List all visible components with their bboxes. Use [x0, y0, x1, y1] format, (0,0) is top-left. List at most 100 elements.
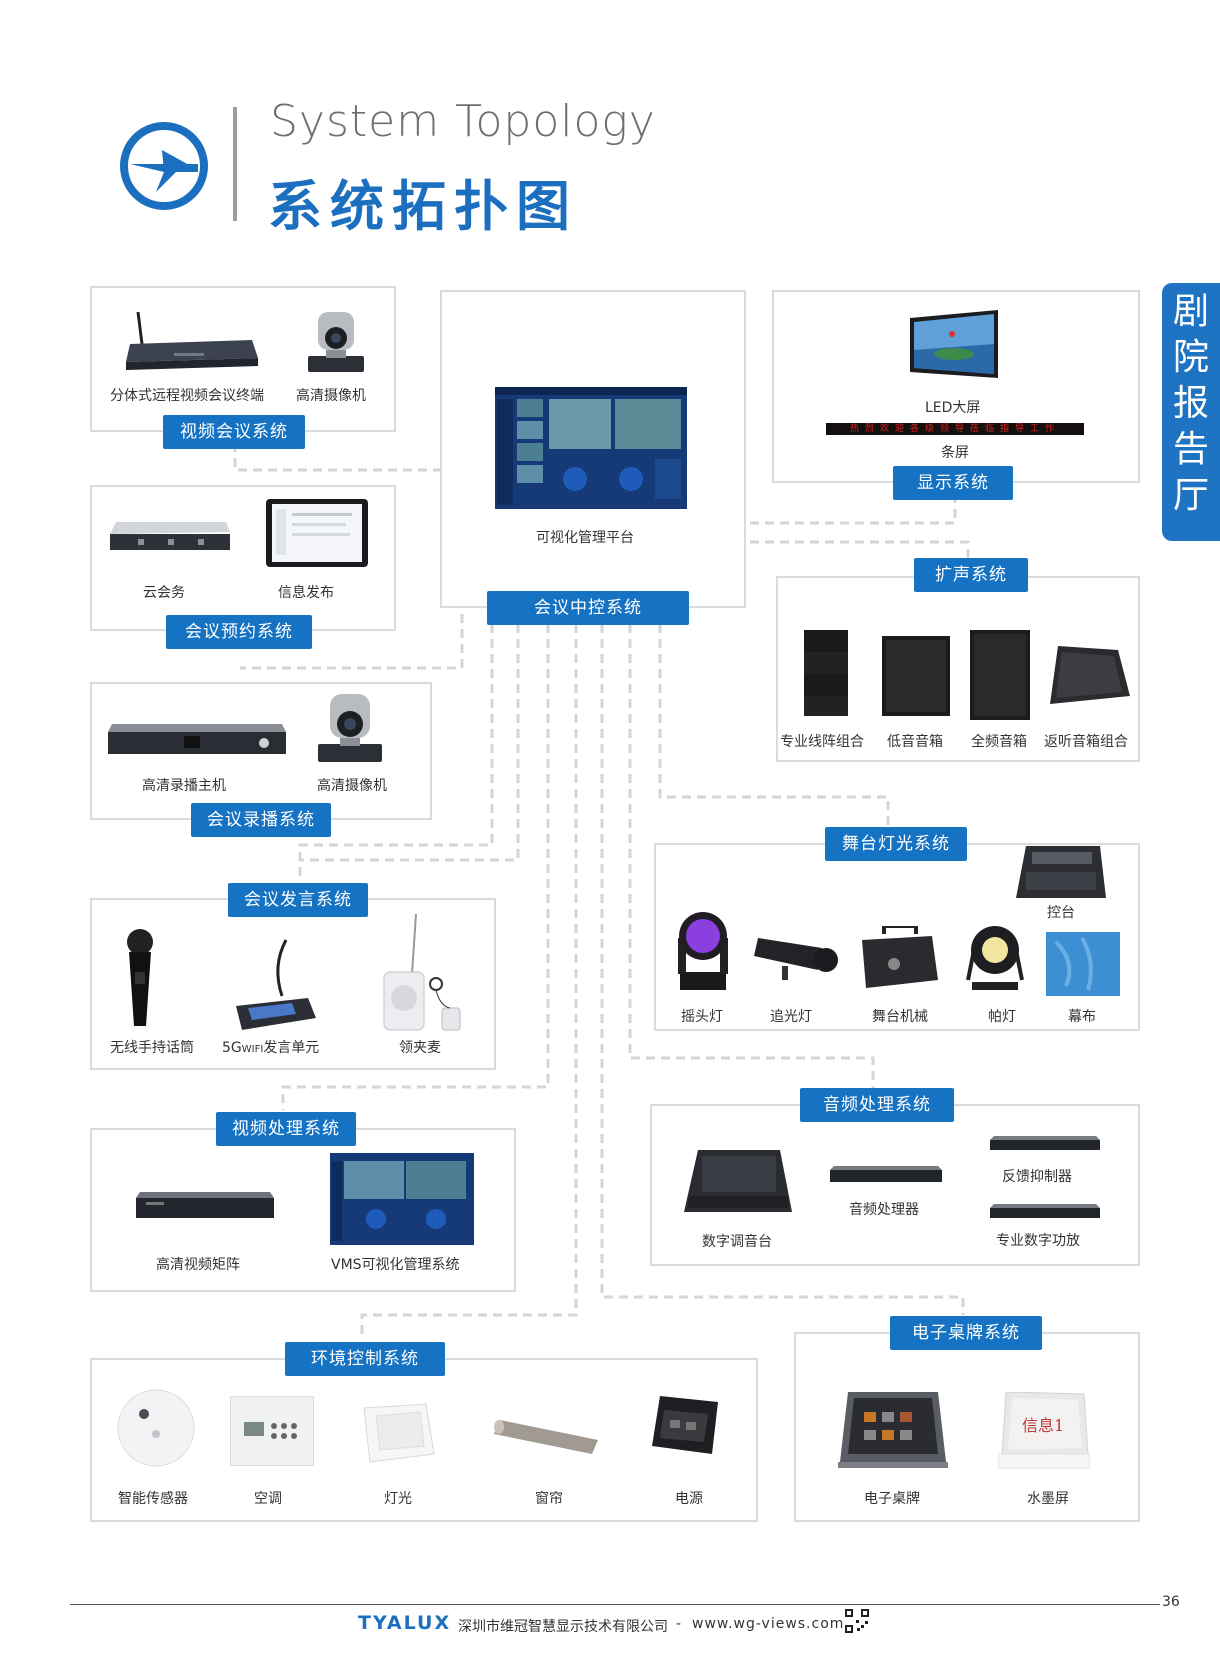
item-label: VMS可视化管理系统 — [331, 1257, 460, 1273]
moving-head-light-image — [674, 908, 732, 996]
stage-curtain-image — [1046, 932, 1120, 1000]
title-divider — [233, 107, 237, 221]
light-switch-image — [362, 1402, 436, 1468]
panel-speech — [90, 898, 496, 1070]
recording-host-image — [106, 722, 286, 760]
item-label: 舞台机械 — [872, 1009, 928, 1025]
item-label: 数字调音台 — [702, 1234, 772, 1250]
item-label: 条屏 — [941, 445, 969, 461]
footer-separator: - — [676, 1616, 682, 1632]
tag-video-conference[interactable]: 视频会议系统 — [163, 415, 305, 449]
item-label: 电子桌牌 — [864, 1491, 920, 1507]
item-label: 反馈抑制器 — [1002, 1169, 1072, 1185]
subwoofer-image — [882, 636, 950, 720]
page-number: 36 — [1162, 1594, 1180, 1610]
vms-screen-image — [330, 1153, 474, 1249]
item-label: 控台 — [1047, 905, 1075, 921]
monitor-speaker-image — [1048, 646, 1130, 710]
full-range-speaker-image — [970, 630, 1030, 724]
tag-meeting-booking[interactable]: 会议预约系统 — [166, 615, 312, 649]
feedback-suppressor-image — [990, 1136, 1100, 1156]
wireless-mic-image — [120, 928, 160, 1032]
tag-speech[interactable]: 会议发言系统 — [228, 883, 368, 917]
tag-environment[interactable]: 环境控制系统 — [285, 1342, 445, 1376]
power-socket-image — [648, 1396, 724, 1466]
tag-display[interactable]: 显示系统 — [893, 466, 1013, 500]
footer-company: 深圳市维冠智慧显示技术有限公司 — [458, 1619, 668, 1635]
footer-url[interactable]: www.wg-views.com — [692, 1616, 845, 1632]
visual-management-platform-image — [495, 387, 687, 513]
item-label-speech-unit: 5GWIFI发言单元 — [222, 1037, 319, 1057]
side-category-tab[interactable]: 剧 院 报 告 厅 — [1162, 283, 1220, 541]
item-label: 可视化管理平台 — [536, 530, 634, 546]
e-nameplate-image — [838, 1392, 948, 1474]
item-label: 窗帘 — [535, 1491, 563, 1507]
item-label: 全频音箱 — [971, 734, 1027, 750]
ink-screen-image — [997, 1391, 1091, 1474]
item-label: 灯光 — [384, 1491, 412, 1507]
tag-stage-lighting[interactable]: 舞台灯光系统 — [825, 827, 967, 861]
digital-mixer-image — [684, 1150, 792, 1220]
item-label: 空调 — [254, 1491, 282, 1507]
hd-camera-image — [310, 694, 390, 768]
side-tab-char: 剧 — [1172, 291, 1209, 332]
follow-spot-image — [752, 926, 840, 986]
item-label: 云会务 — [143, 585, 185, 601]
side-tab-char: 厅 — [1172, 475, 1209, 516]
item-label: 分体式远程视频会议终端 — [110, 388, 264, 404]
line-array-image — [800, 628, 850, 722]
lighting-console-image — [1016, 846, 1106, 902]
item-label: 水墨屏 — [1027, 1491, 1069, 1507]
item-label: 专业数字功放 — [996, 1233, 1080, 1249]
cloud-server-image — [108, 520, 230, 558]
lapel-mic-image — [380, 912, 470, 1040]
hd-camera-image — [300, 312, 370, 378]
audio-processor-image — [830, 1166, 942, 1188]
speech-unit-5g: 5G — [222, 1040, 242, 1056]
brand-logo — [118, 120, 210, 212]
item-label: 返听音箱组合 — [1044, 734, 1128, 750]
item-label: 专业线阵组合 — [780, 734, 864, 750]
speaker-unit-image — [232, 936, 318, 1036]
tag-nameplate[interactable]: 电子桌牌系统 — [890, 1316, 1042, 1350]
item-label: 高清摄像机 — [317, 778, 387, 794]
item-label: LED大屏 — [925, 400, 981, 416]
item-label: 高清摄像机 — [296, 388, 366, 404]
footer-brand: TYALUX — [358, 1612, 452, 1634]
curtain-motor-image — [494, 1418, 598, 1460]
side-tab-char: 院 — [1172, 337, 1209, 378]
title-chinese: 系统拓扑图 — [268, 175, 578, 238]
tag-central-control[interactable]: 会议中控系统 — [487, 591, 689, 625]
stage-machinery-image — [860, 924, 940, 994]
item-label: 电源 — [675, 1491, 703, 1507]
tag-video-processing[interactable]: 视频处理系统 — [216, 1112, 356, 1146]
led-wall-image — [908, 310, 1000, 386]
speech-unit-wifi: WIFI — [241, 1044, 264, 1055]
speech-unit-suffix: 发言单元 — [263, 1040, 320, 1056]
tag-audio-processing[interactable]: 音频处理系统 — [800, 1088, 954, 1122]
item-label: 无线手持话筒 — [110, 1040, 194, 1056]
item-label: 智能传感器 — [118, 1491, 188, 1507]
item-label: 高清录播主机 — [142, 778, 226, 794]
title-english: System Topology — [270, 96, 656, 147]
footer-rule — [70, 1604, 1160, 1605]
item-label: 高清视频矩阵 — [156, 1257, 240, 1273]
digital-amplifier-image — [990, 1204, 1100, 1224]
tag-public-address[interactable]: 扩声系统 — [914, 558, 1028, 592]
item-label: 音频处理器 — [849, 1202, 919, 1218]
item-label: 摇头灯 — [681, 1009, 723, 1025]
qr-code-icon[interactable] — [844, 1608, 870, 1634]
item-label: 低音音箱 — [887, 734, 943, 750]
item-label: 帕灯 — [988, 1009, 1016, 1025]
smart-sensor-image — [116, 1388, 196, 1472]
tag-recording[interactable]: 会议录播系统 — [191, 803, 331, 837]
info-display-tablet-image — [266, 499, 368, 571]
side-tab-char: 报 — [1172, 383, 1209, 424]
item-label: 领夹麦 — [399, 1040, 441, 1056]
item-label: 追光灯 — [770, 1009, 812, 1025]
par-light-image — [962, 920, 1028, 998]
ink-screen-text: 信息1 — [1022, 1416, 1065, 1435]
item-label: 幕布 — [1068, 1009, 1096, 1025]
hd-video-matrix-image — [136, 1190, 274, 1224]
